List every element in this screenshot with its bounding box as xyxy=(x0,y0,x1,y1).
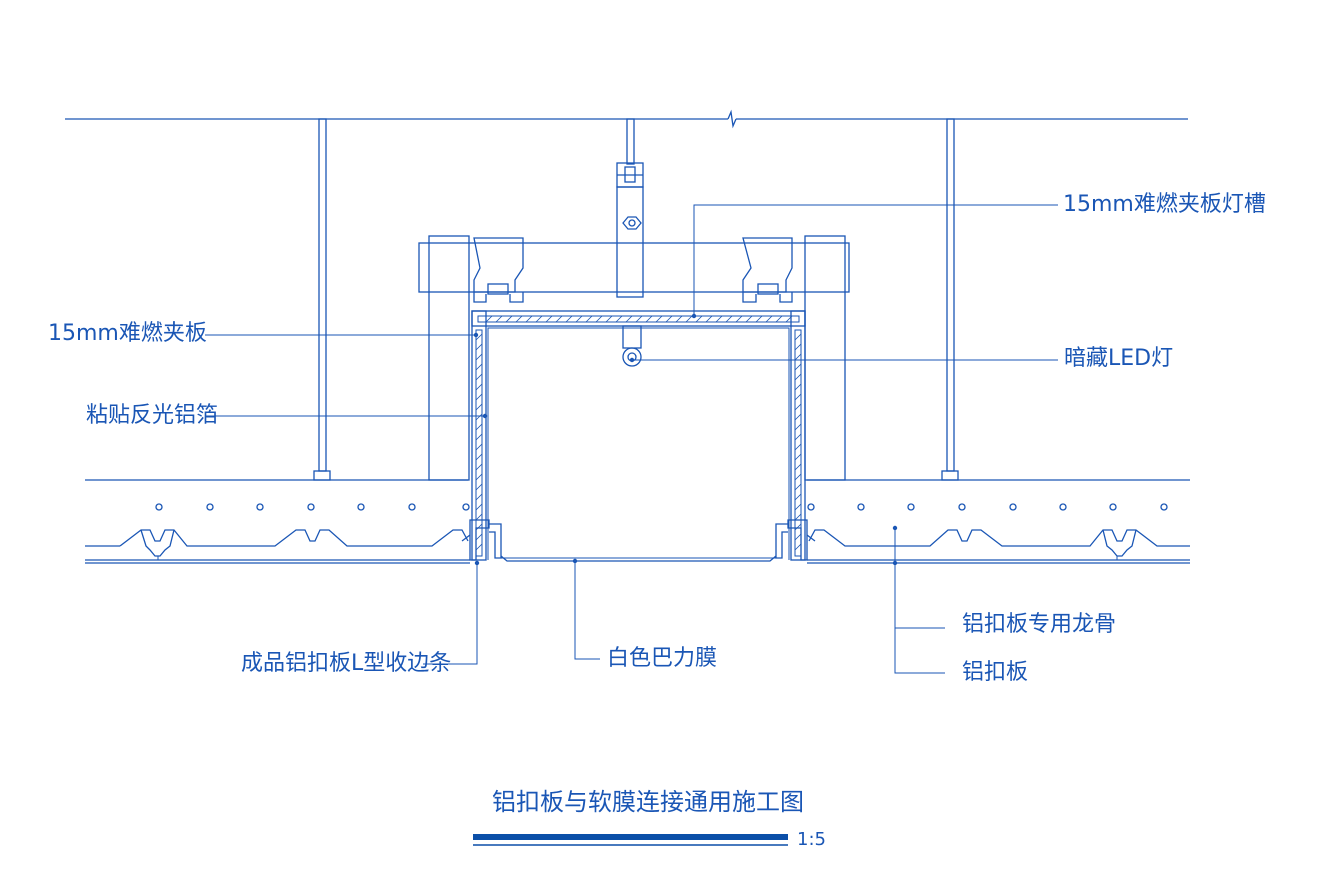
leader-light-trough xyxy=(691,204,1058,319)
hanger-rod-right xyxy=(941,118,959,481)
ceiling-keel-left xyxy=(85,479,470,564)
top-board-hatch xyxy=(485,315,793,323)
drawing-title: 铝扣板与软膜连接通用施工图 xyxy=(492,788,804,816)
light-trough-box xyxy=(471,310,806,561)
label-l-trim: 成品铝扣板L型收边条 xyxy=(241,651,452,676)
label-keel: 铝扣板专用龙骨 xyxy=(962,612,1117,637)
label-hidden-led: 暗藏LED灯 xyxy=(1064,346,1174,371)
clip-left xyxy=(473,237,524,303)
l-trim-right xyxy=(775,519,816,561)
left-board-hatch xyxy=(475,333,483,551)
soft-membrane xyxy=(500,555,777,562)
clip-right xyxy=(742,237,793,303)
led-light-fixture xyxy=(622,325,642,367)
slab-line xyxy=(65,109,1188,129)
perforation-holes xyxy=(155,503,1168,511)
leader-membrane xyxy=(572,558,600,660)
label-fire-board: 15mm难燃夹板 xyxy=(48,321,207,346)
label-membrane: 白色巴力膜 xyxy=(607,646,718,671)
drawing-scale: 1:5 xyxy=(797,829,826,850)
leader-foil xyxy=(205,413,488,419)
hanger-rod-left xyxy=(313,118,331,481)
leader-keel xyxy=(892,525,945,629)
leader-panel xyxy=(892,560,945,674)
right-board-hatch xyxy=(794,333,802,551)
leader-led xyxy=(629,357,1058,363)
title-underline xyxy=(473,834,788,846)
l-trim-left xyxy=(461,519,502,561)
ceiling-keel-right xyxy=(807,479,1190,564)
label-panel: 铝扣板 xyxy=(962,660,1029,685)
main-carrier-channel xyxy=(418,235,850,481)
leader-fire-board xyxy=(205,332,479,338)
label-light-trough: 15mm难燃夹板灯槽 xyxy=(1063,192,1266,217)
leader-l-trim xyxy=(423,560,480,665)
label-foil: 粘贴反光铝箔 xyxy=(86,403,219,428)
hanger-rod-center xyxy=(616,118,644,298)
